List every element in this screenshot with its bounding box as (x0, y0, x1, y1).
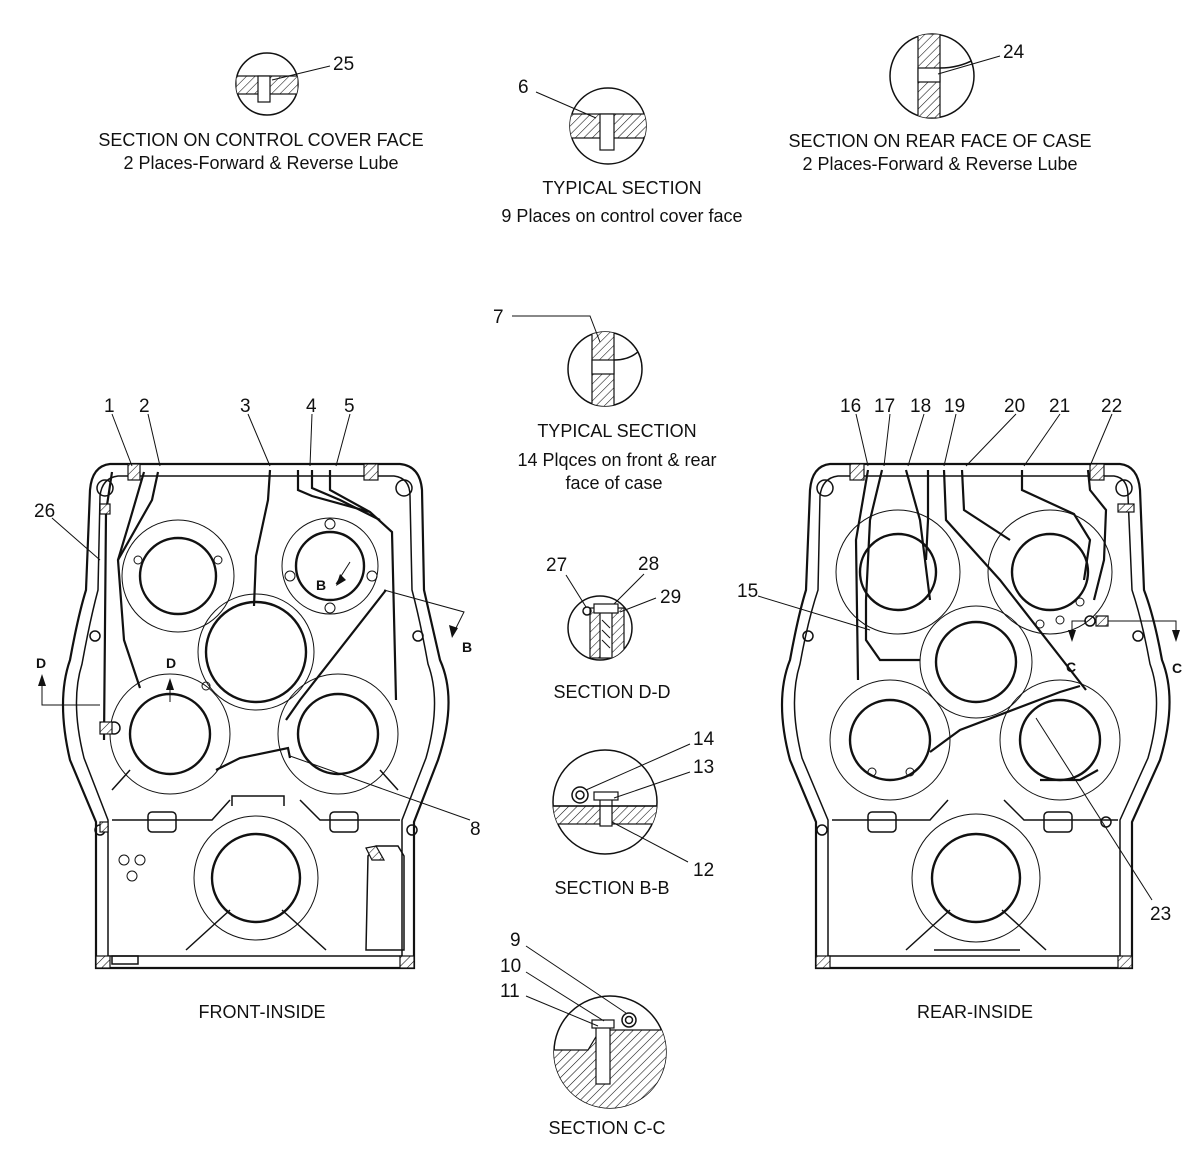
callout-23: 23 (1150, 904, 1171, 925)
callout-18: 18 (910, 396, 931, 417)
callout-6: 6 (518, 77, 529, 98)
detail-typical-section-7: 7 TYPICAL SECTION 14 Plqces on front & r… (493, 307, 717, 493)
section-mark-b-right: B (462, 639, 472, 655)
section-note-rear-face: 2 Places-Forward & Reverse Lube (802, 154, 1077, 174)
callout-17: 17 (874, 396, 895, 417)
section-mark-d-right: D (166, 655, 176, 671)
front-inside-view (61, 462, 450, 970)
callout-28: 28 (638, 554, 659, 575)
callout-8: 8 (470, 819, 481, 840)
callout-2: 2 (139, 396, 150, 417)
front-view-section-marks: B B D D (36, 561, 472, 706)
section-title-typical-7: TYPICAL SECTION (537, 421, 696, 441)
front-view-callouts: 1 2 3 4 5 26 8 (34, 396, 481, 840)
section-title-typical-6: TYPICAL SECTION (542, 178, 701, 198)
callout-10: 10 (500, 956, 521, 977)
rear-view-section-marks: C C (1066, 620, 1182, 676)
section-note-control-cover: 2 Places-Forward & Reverse Lube (123, 153, 398, 173)
section-title-rear-face: SECTION ON REAR FACE OF CASE (788, 131, 1091, 151)
callout-19: 19 (944, 396, 965, 417)
detail-section-control-cover-face: 25 SECTION ON CONTROL COVER FACE 2 Place… (98, 52, 424, 173)
callout-21: 21 (1049, 396, 1070, 417)
callout-5: 5 (344, 396, 355, 417)
section-title-d-d: SECTION D-D (554, 682, 671, 702)
callout-16: 16 (840, 396, 861, 417)
callout-20: 20 (1004, 396, 1025, 417)
front-inside-caption: FRONT-INSIDE (198, 1002, 325, 1022)
rear-inside-caption: REAR-INSIDE (917, 1002, 1033, 1022)
detail-section-d-d: 27 28 29 SECTION D-D (546, 554, 681, 702)
section-mark-b-left: B (316, 577, 326, 593)
callout-4: 4 (306, 396, 317, 417)
section-mark-c-right: C (1172, 660, 1182, 676)
callout-25: 25 (333, 54, 354, 75)
callout-14: 14 (693, 729, 715, 750)
callout-29: 29 (660, 587, 681, 608)
callout-22: 22 (1101, 396, 1122, 417)
section-note-typical-7-line1: 14 Plqces on front & rear (517, 450, 716, 470)
rear-inside-view (780, 462, 1171, 970)
detail-section-c-c: 9 10 11 SECTION C-C (500, 930, 667, 1138)
section-note-typical-6: 9 Places on control cover face (501, 206, 742, 226)
callout-11: 11 (500, 981, 520, 1002)
section-title-c-c: SECTION C-C (549, 1118, 666, 1138)
callout-3: 3 (240, 396, 251, 417)
callout-1: 1 (104, 396, 115, 417)
section-title-control-cover: SECTION ON CONTROL COVER FACE (98, 130, 423, 150)
callout-13: 13 (693, 757, 714, 778)
callout-9: 9 (510, 930, 521, 951)
detail-section-b-b: 14 13 12 SECTION B-B (552, 729, 715, 898)
section-note-typical-7-line2: face of case (565, 473, 662, 493)
callout-24: 24 (1003, 42, 1025, 63)
callout-15: 15 (737, 581, 758, 602)
callout-7: 7 (493, 307, 504, 328)
detail-typical-section-6: 6 TYPICAL SECTION 9 Places on control co… (501, 77, 742, 226)
section-title-b-b: SECTION B-B (554, 878, 669, 898)
section-mark-c-left: C (1066, 659, 1076, 675)
detail-section-rear-face: 24 SECTION ON REAR FACE OF CASE 2 Places… (788, 33, 1092, 174)
callout-26: 26 (34, 501, 55, 522)
rear-view-callouts: 16 17 18 19 20 21 22 15 23 (737, 396, 1171, 925)
callout-12: 12 (693, 860, 714, 881)
section-mark-d-left: D (36, 655, 46, 671)
callout-27: 27 (546, 555, 567, 576)
